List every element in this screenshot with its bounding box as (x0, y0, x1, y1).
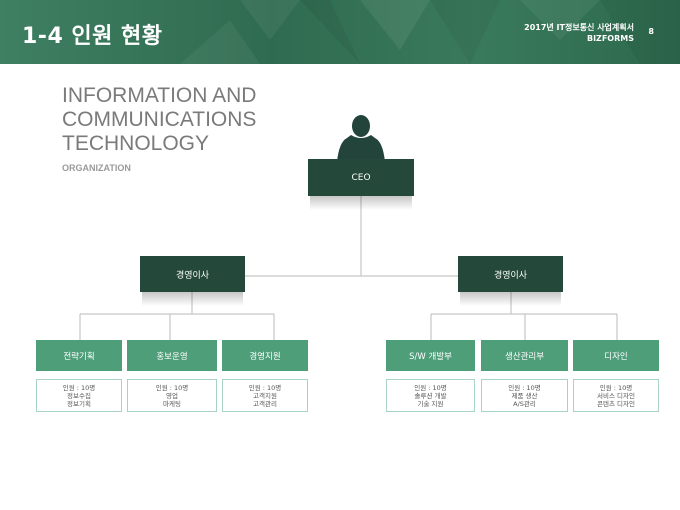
tech-heading-line1: INFORMATION AND (62, 84, 257, 107)
page-title: 1-4 인원 현황 (22, 24, 163, 49)
department-info-box: 인원 : 10명 고객지원 고객관리 (222, 379, 308, 412)
director-box-left: 경영이사 (140, 256, 245, 306)
header-subtitle-line2: BIZFORMS (586, 34, 634, 43)
info-line: 인원 : 10명 (414, 383, 447, 392)
director-label: 경영이사 (493, 270, 528, 281)
header-facets-decoration (180, 0, 680, 64)
info-line: 마케팅 (163, 399, 181, 408)
info-line: 정보기획 (67, 399, 91, 408)
department-box: S/W 개발부 (386, 340, 475, 371)
tech-heading: INFORMATION AND COMMUNICATIONS TECHNOLOG… (62, 84, 256, 156)
header-subtitle: 2017년 IT정보통신 사업계획서 BIZFORMS (524, 22, 634, 44)
director-label: 경영이사 (175, 270, 210, 281)
department-label: S/W 개발부 (409, 351, 452, 362)
department-info-box: 인원 : 10명 솔루션 개발 기술 지원 (386, 379, 475, 412)
info-line: 영업 (166, 391, 178, 400)
info-line: 서비스 디자인 (597, 391, 635, 400)
department-box: 홍보운영 (127, 340, 217, 371)
department-info-box: 인원 : 10명 정보수집 정보기획 (36, 379, 122, 412)
department-box: 경영지원 (222, 340, 308, 371)
department-info-box: 인원 : 10명 서비스 디자인 콘텐츠 디자인 (573, 379, 659, 412)
tech-heading-line2: COMMUNICATIONS (62, 108, 257, 131)
info-line: 정보수집 (67, 391, 91, 400)
department-label: 디자인 (604, 351, 628, 362)
info-line: 인원 : 10명 (599, 383, 633, 392)
info-line: 고객관리 (253, 399, 277, 408)
department-label: 생산관리부 (504, 351, 545, 362)
header-banner: 1-4 인원 현황 2017년 IT정보통신 사업계획서 BIZFORMS 8 (0, 0, 680, 64)
department-label: 전략기획 (63, 351, 95, 362)
department-info-box: 인원 : 10명 제품 생산 A/S관리 (481, 379, 568, 412)
person-silhouette-icon (337, 115, 385, 162)
department-box: 디자인 (573, 340, 659, 371)
info-line: 기술 지원 (417, 399, 444, 408)
department-box: 전략기획 (36, 340, 122, 371)
page-number: 8 (648, 27, 654, 36)
info-line: 콘텐츠 디자인 (597, 399, 635, 408)
department-label: 홍보운영 (156, 351, 188, 362)
director-box-right: 경영이사 (458, 256, 563, 306)
ceo-box: CEO (308, 159, 414, 210)
info-line: 솔루션 개발 (414, 391, 447, 400)
info-line: A/S관리 (513, 399, 536, 408)
department-box: 생산관리부 (481, 340, 568, 371)
info-line: 인원 : 10명 (155, 383, 189, 392)
info-line: 인원 : 10명 (508, 383, 541, 392)
tech-subheading: ORGANIZATION (62, 163, 131, 173)
header-subtitle-line1: 2017년 IT정보통신 사업계획서 (524, 23, 634, 32)
info-line: 인원 : 10명 (248, 383, 282, 392)
info-line: 인원 : 10명 (62, 383, 96, 392)
department-info-box: 인원 : 10명 영업 마케팅 (127, 379, 217, 412)
info-line: 제품 생산 (511, 391, 538, 400)
info-line: 고객지원 (253, 391, 277, 400)
ceo-label: CEO (351, 172, 371, 183)
tech-heading-line3: TECHNOLOGY (62, 132, 210, 155)
department-label: 경영지원 (249, 351, 281, 362)
